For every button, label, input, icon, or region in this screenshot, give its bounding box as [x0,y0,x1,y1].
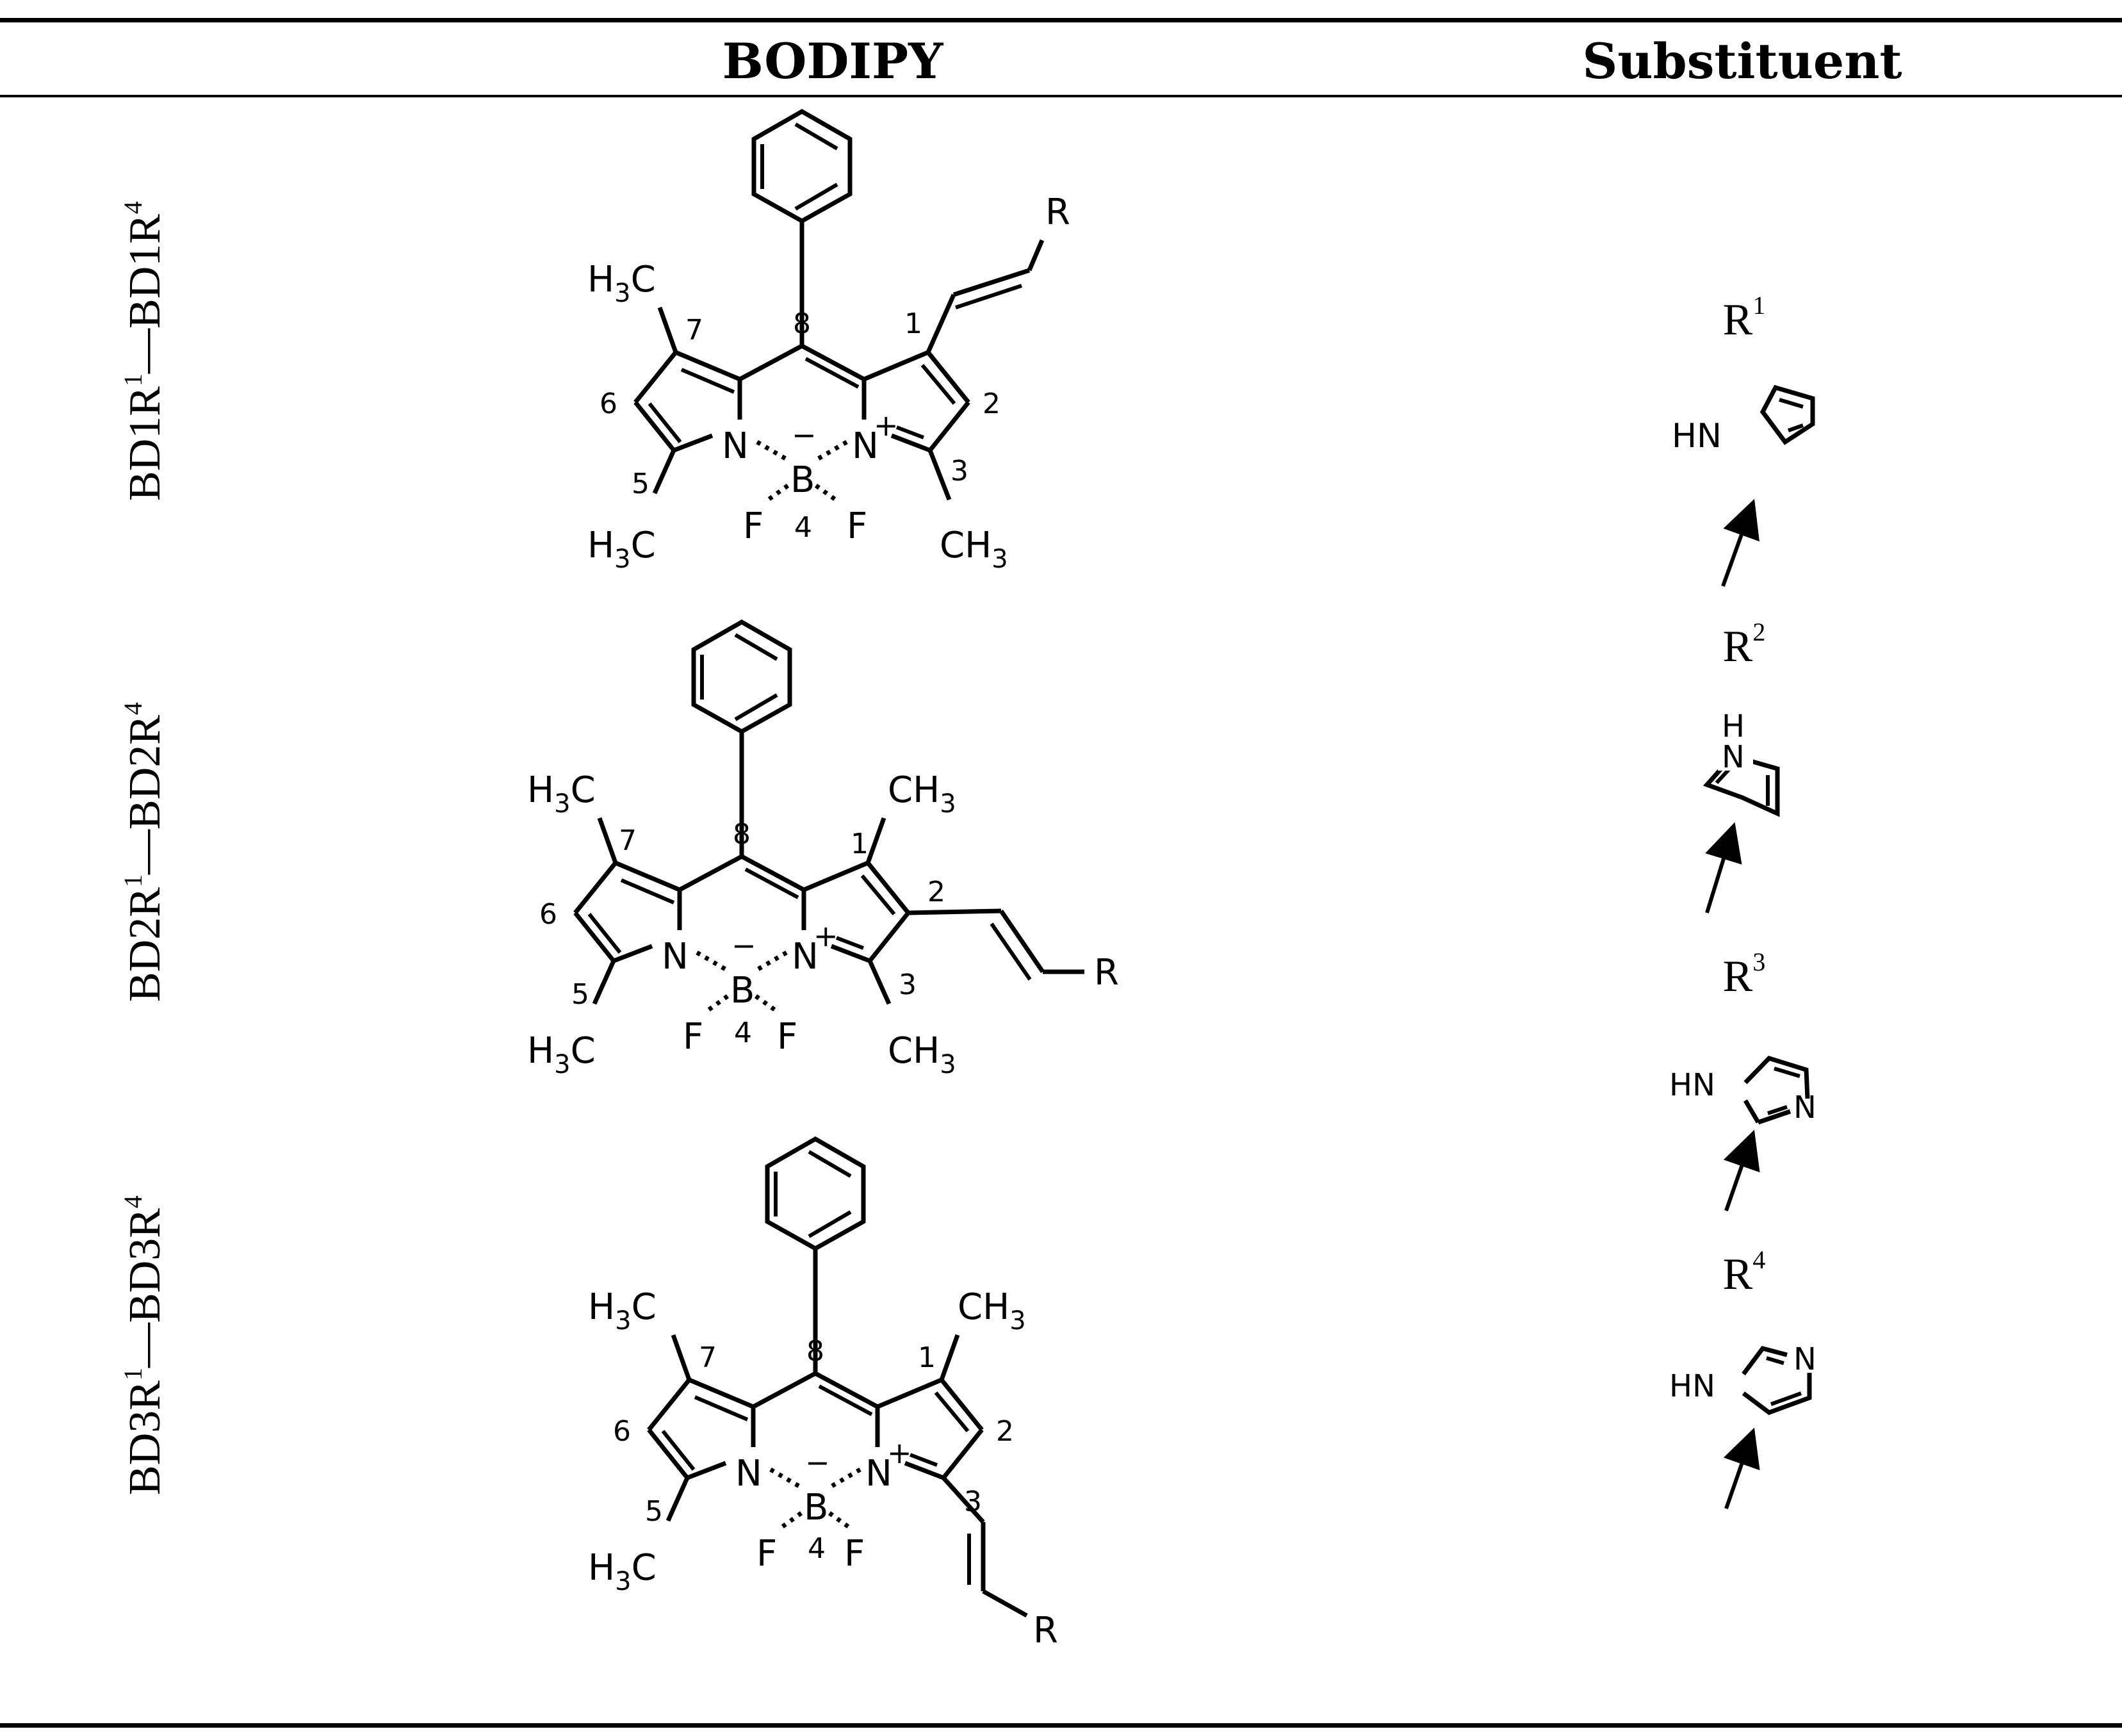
bd3-structure: R H3C H3C CH3 N N + B − F F 8 1 2 3 4 5 … [588,1139,1058,1651]
methyl-label: CH3 [940,525,1008,574]
position-number: 2 [983,388,1000,420]
nitrogen-label: N [852,425,879,467]
position-number: 1 [851,828,869,860]
position-number: 2 [927,876,945,908]
boron-label: B [804,1487,828,1528]
nitrogen-label: N [662,936,689,978]
position-number: 7 [699,1341,717,1374]
nitrogen-label: N [865,1453,892,1494]
fluorine-label: F [743,505,763,547]
table-bottom-rule [0,1723,2122,1728]
fluorine-label: F [683,1016,703,1058]
position-number: 4 [808,1532,826,1565]
position-number: 2 [996,1415,1014,1448]
position-number: 7 [619,824,637,857]
nitrogen-label: N [735,1453,762,1494]
r-group-label: R [1045,192,1070,233]
nitrogen-label: N [792,936,819,978]
methyl-label: H3C [587,525,656,574]
minus-charge: − [792,418,817,452]
substituent-r4-structure: HN N [1669,1341,1816,1509]
position-number: 8 [793,307,811,340]
n-label: N [1722,739,1745,775]
methyl-label: H3C [588,1286,657,1336]
position-number: 7 [685,314,703,347]
nh-label: HN [1669,1368,1715,1404]
header-bodipy: BODIPY [722,33,943,90]
position-number: 8 [733,818,751,851]
r-group-label: R [1033,1610,1058,1651]
boron-label: B [730,970,755,1011]
position-number: 4 [734,1017,752,1049]
fluorine-label: F [844,1533,865,1575]
minus-charge: − [731,928,756,963]
methyl-label: CH3 [958,1286,1026,1336]
plus-charge: + [887,1436,912,1470]
n-label: N [1793,1341,1816,1377]
position-number: 3 [951,455,968,487]
substituent-r3-label: R3 [1722,947,1766,1001]
substituent-r3-structure: HN N [1669,1056,1816,1211]
plus-charge: + [813,919,838,953]
n-label: N [1793,1090,1816,1126]
fluorine-label: F [777,1016,797,1058]
substituent-r2-structure: H N [1702,708,1780,913]
methyl-label: CH3 [888,1030,956,1079]
substituent-r2-label: R2 [1722,618,1766,671]
plus-charge: + [874,408,899,443]
position-number: 5 [571,978,589,1011]
fluorine-label: F [756,1533,777,1575]
bd2-structure: R H3C H3C CH3 CH3 N N + B − F F 8 1 2 3 … [527,622,1119,1079]
methyl-label: CH3 [888,769,956,819]
nh-label: HN [1669,1067,1715,1103]
substituent-r1-label: R1 [1722,291,1766,345]
position-number: 8 [806,1335,824,1368]
substituent-r1-structure: HN [1665,384,1815,587]
boron-label: B [790,459,815,501]
position-number: 6 [613,1415,631,1448]
table-header-rule [0,95,2122,97]
fluorine-label: F [847,505,867,547]
header-substituent: Substituent [1582,33,1902,90]
nh-label: HN [1672,417,1722,455]
minus-charge: − [805,1445,830,1480]
position-number: 1 [918,1341,936,1374]
bd1-structure: R H3C H3C CH3 N N + B − F F 8 1 2 3 4 5 … [587,111,1070,574]
methyl-label: H3C [587,259,656,308]
position-number: 5 [632,468,649,500]
methyl-label: H3C [527,1030,596,1079]
methyl-label: H3C [588,1547,657,1596]
substituent-r4-label: R4 [1722,1245,1766,1299]
nitrogen-label: N [722,425,749,467]
position-number: 6 [539,898,557,931]
position-number: 3 [899,969,917,1001]
position-number: 1 [904,307,922,340]
position-number: 5 [645,1495,663,1528]
h-label: H [1722,708,1745,744]
position-number: 3 [964,1486,982,1518]
position-number: 4 [794,511,812,544]
r-group-label: R [1094,952,1119,994]
table-top-rule [0,18,2122,22]
methyl-label: H3C [527,769,596,819]
position-number: 6 [600,388,617,420]
